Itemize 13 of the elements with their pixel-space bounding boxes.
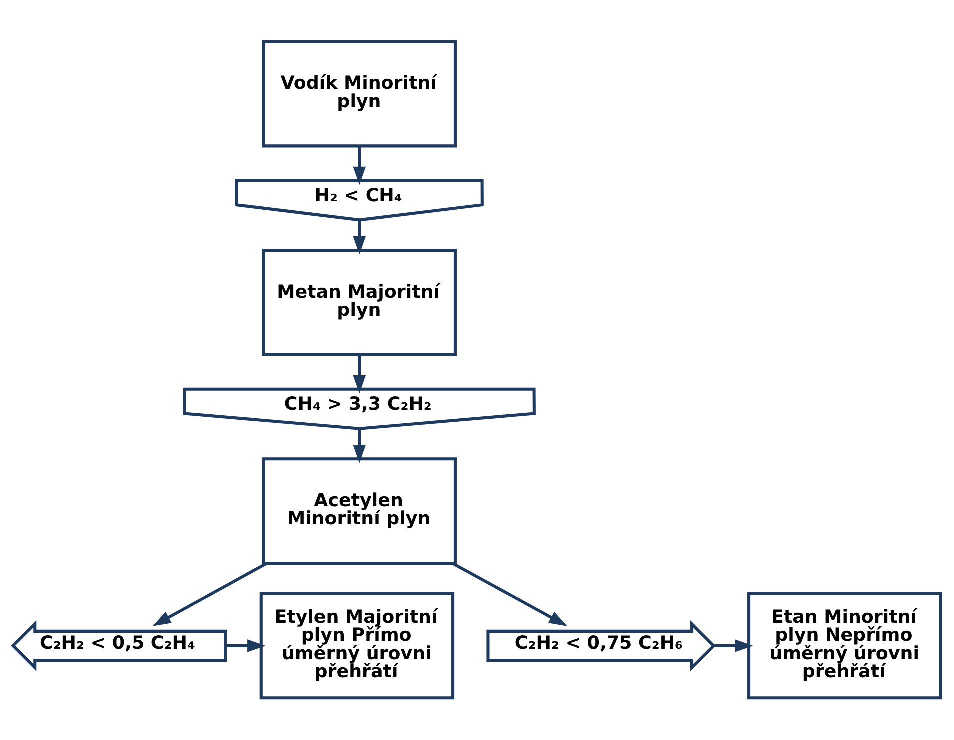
arrow — [714, 640, 754, 652]
arrow — [452, 562, 568, 626]
arrow — [152, 562, 268, 626]
node-box: Acetylen Minoritní plyn — [262, 458, 457, 565]
node-box: Etylen Majoritní plyn Přímo úměrný úrovni přehřátí — [260, 592, 455, 700]
arrow — [353, 146, 366, 186]
arrow — [226, 640, 266, 652]
node-box: Metan Majoritní plyn — [262, 249, 457, 356]
arrow — [353, 429, 366, 464]
arrow — [353, 355, 366, 394]
node-box: Vodík Minoritní plyn — [262, 40, 457, 148]
node-box: Etan Minoritní plyn Nepřímo úměrný úrovni přehřátí — [748, 592, 942, 700]
arrow — [353, 220, 366, 255]
